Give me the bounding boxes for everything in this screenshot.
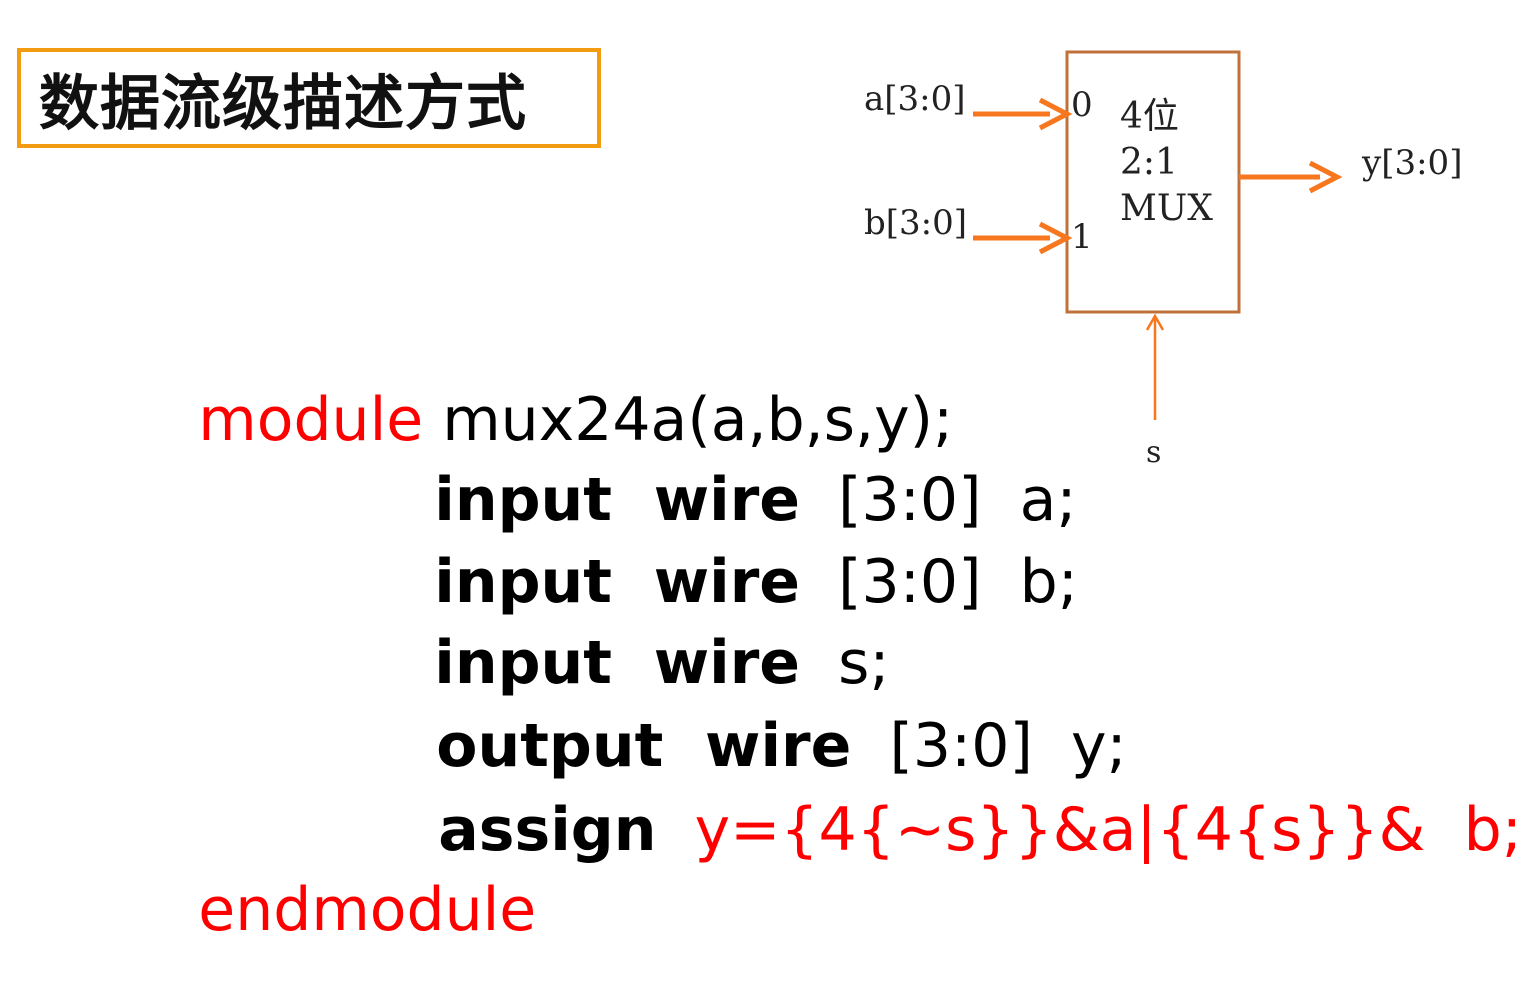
output-y-label: y[3:0] xyxy=(1361,143,1462,183)
code-line-7: endmodule xyxy=(122,820,536,1000)
decl-s-rest: s; xyxy=(799,628,890,698)
decl-b-rest: [3:0] b; xyxy=(799,547,1078,617)
select-s-arrow xyxy=(1145,313,1165,420)
decl-input-wire-s: input wire xyxy=(434,628,800,698)
mux-diagram: a[3:0] b[3:0] 0 1 4位 2:1 MUX y[3:0] s xyxy=(864,50,1462,470)
input-a-arrow xyxy=(973,97,1073,131)
title-text: 数据流级描述方式 xyxy=(39,68,527,139)
mux-label-line2: 2:1 xyxy=(1120,142,1178,183)
decl-input-wire-b: input wire xyxy=(434,547,800,617)
input-b-label: b[3:0] xyxy=(864,203,967,243)
code-line-4: input wire s; xyxy=(358,573,890,753)
code-line-2: input wire [3:0] a; xyxy=(358,410,1077,590)
code-line-6: assign y={4{~s}}&a|{4{s}}& b; xyxy=(362,740,1522,920)
verilog-code: module mux24a(a,b,s,y); input wire [3:0]… xyxy=(122,330,1522,940)
keyword-endmodule: endmodule xyxy=(198,875,537,945)
decl-y-rest: [3:0] y; xyxy=(851,711,1127,781)
input-a-label: a[3:0] xyxy=(864,79,966,119)
code-line-5: output wire [3:0] y; xyxy=(360,656,1127,836)
input-b-arrow xyxy=(973,221,1073,255)
mux-label-line3: MUX xyxy=(1120,188,1213,229)
port-1-label: 1 xyxy=(1071,217,1093,257)
assign-expression: y={4{~s}}&a|{4{s}}& b; xyxy=(656,795,1522,865)
mux-label-line1: 4位 xyxy=(1120,96,1179,137)
keyword-assign: assign xyxy=(438,795,657,865)
page-title: 数据流级描述方式 xyxy=(17,48,601,148)
decl-input-wire-a: input wire xyxy=(434,465,800,535)
module-signature: mux24a(a,b,s,y); xyxy=(423,385,954,455)
port-0-label: 0 xyxy=(1071,85,1093,125)
decl-a-rest: [3:0] a; xyxy=(799,465,1077,535)
select-s-label: s xyxy=(1146,435,1161,470)
mux-box xyxy=(1065,50,1241,314)
keyword-module: module xyxy=(198,385,424,455)
decl-output-wire-y: output wire xyxy=(436,711,852,781)
code-line-1: module mux24a(a,b,s,y); xyxy=(122,330,953,510)
code-line-3: input wire [3:0] b; xyxy=(358,492,1078,672)
output-y-arrow xyxy=(1239,160,1343,194)
